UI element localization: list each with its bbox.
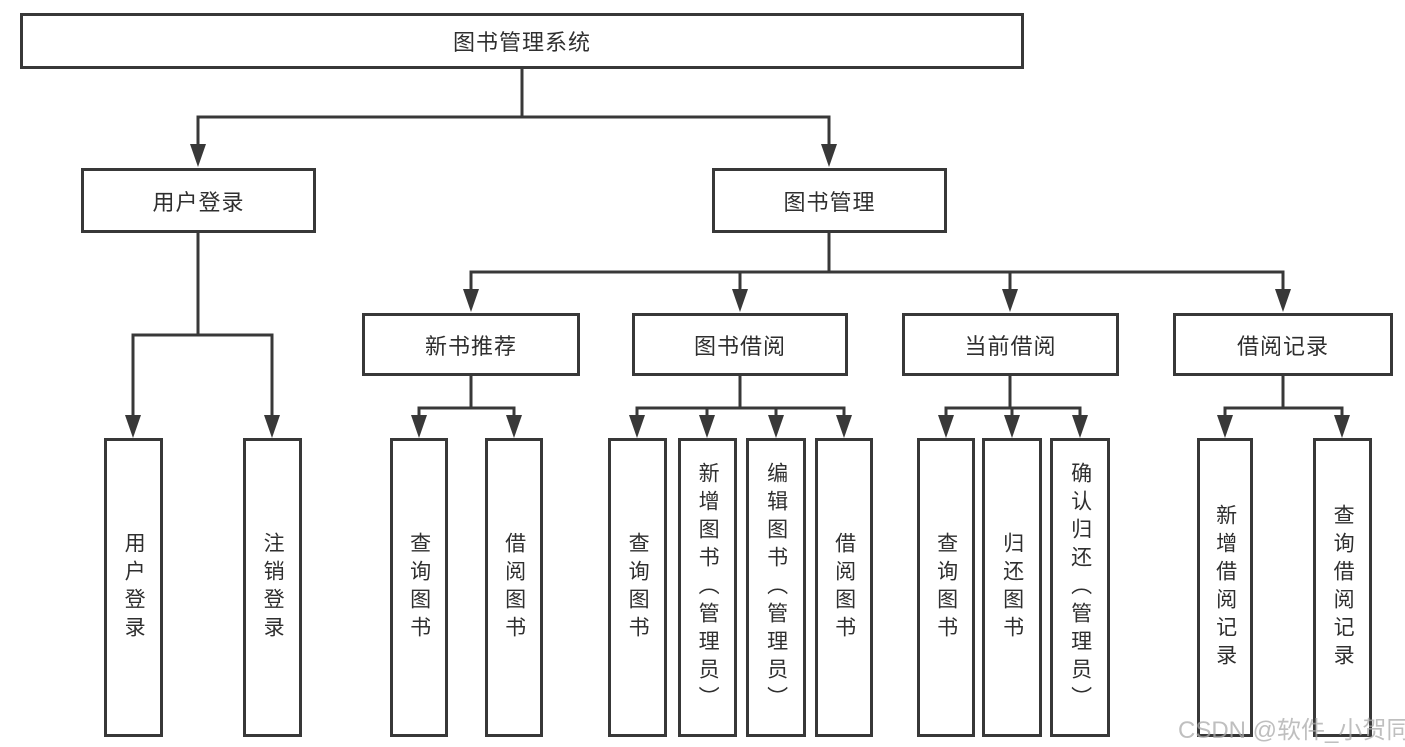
node-book-management: 图书管理 <box>712 168 947 233</box>
node-leaf-label: 查询图书 <box>407 531 431 644</box>
node-leaf-label: 新增借阅记录 <box>1213 503 1237 672</box>
node-leaf-query-books-1: 查询图书 <box>390 438 448 737</box>
node-leaf-query-borrow-record: 查询借阅记录 <box>1313 438 1372 737</box>
node-library-system: 图书管理系统 <box>20 13 1024 69</box>
node-leaf-borrow-books-1: 借阅图书 <box>485 438 543 737</box>
node-leaf-label: 借阅图书 <box>832 531 856 644</box>
node-leaf-label: 注销登录 <box>261 531 285 644</box>
node-leaf-label: 归还图书 <box>1000 531 1024 644</box>
node-user-login-branch: 用户登录 <box>81 168 316 233</box>
node-leaf-label: 查询图书 <box>934 531 958 644</box>
node-leaf-query-books-3: 查询图书 <box>917 438 975 737</box>
node-leaf-label: 查询借阅记录 <box>1331 503 1355 672</box>
node-leaf-label: 借阅图书 <box>502 531 526 644</box>
node-leaf-confirm-return-admin: 确认归还（管理员） <box>1050 438 1110 737</box>
node-leaf-add-book-admin: 新增图书（管理员） <box>678 438 737 737</box>
node-leaf-return-books: 归还图书 <box>982 438 1042 737</box>
node-book-borrow: 图书借阅 <box>632 313 848 376</box>
node-leaf-user-login: 用户登录 <box>104 438 163 737</box>
node-leaf-label: 编辑图书（管理员） <box>764 461 788 714</box>
node-leaf-label: 查询图书 <box>626 531 650 644</box>
csdn-watermark: CSDN @软件_小贺同学 <box>1178 717 1405 744</box>
node-leaf-label: 确认归还（管理员） <box>1068 461 1092 714</box>
node-borrow-records: 借阅记录 <box>1173 313 1393 376</box>
node-new-book-recommend: 新书推荐 <box>362 313 580 376</box>
node-leaf-logout: 注销登录 <box>243 438 302 737</box>
node-current-borrow: 当前借阅 <box>902 313 1119 376</box>
node-leaf-label: 新增图书（管理员） <box>696 461 720 714</box>
node-leaf-borrow-books-2: 借阅图书 <box>815 438 873 737</box>
node-leaf-edit-book-admin: 编辑图书（管理员） <box>746 438 806 737</box>
node-leaf-label: 用户登录 <box>122 531 146 644</box>
node-leaf-query-books-2: 查询图书 <box>608 438 667 737</box>
node-leaf-add-borrow-record: 新增借阅记录 <box>1197 438 1253 737</box>
